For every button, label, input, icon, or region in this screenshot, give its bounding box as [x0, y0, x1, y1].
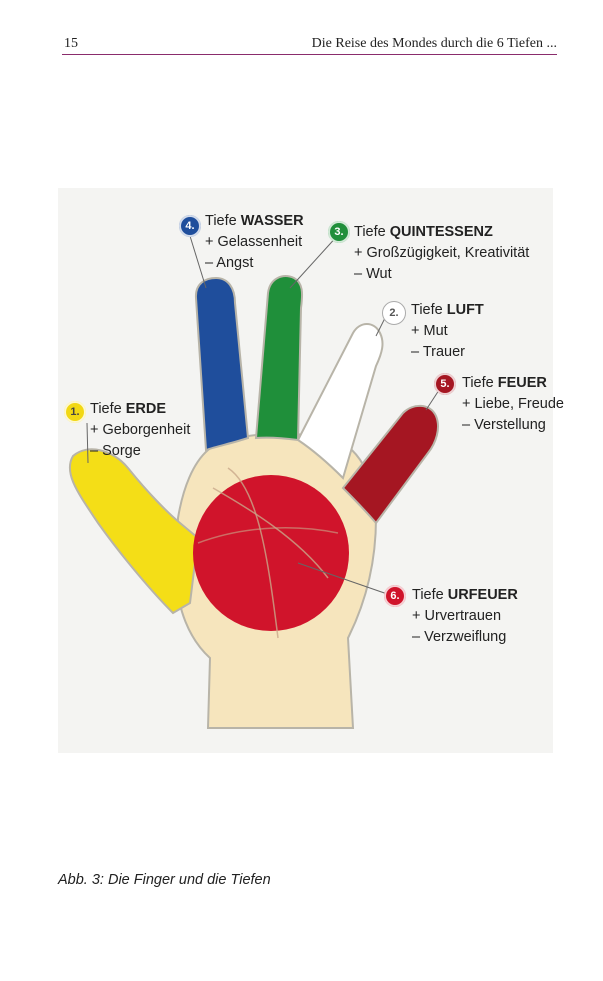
- badge-feuer: 5.: [434, 373, 456, 395]
- badge-erde: 1.: [64, 401, 86, 423]
- thumb-erde: [68, 448, 200, 615]
- finger-feuer: [341, 404, 439, 525]
- hand-figure: 1. Tiefe ERDE + Geborgenheit – Sorge 4. …: [58, 188, 564, 753]
- badge-quintessenz: 3.: [328, 221, 350, 243]
- hand-illustration: [68, 233, 444, 729]
- label-luft: Tiefe LUFT + Mut – Trauer: [411, 302, 484, 360]
- finger-quintessenz: [254, 275, 304, 442]
- running-head-title: Die Reise des Mondes durch die 6 Tiefen …: [311, 36, 557, 51]
- running-header: 15 Die Reise des Mondes durch die 6 Tief…: [62, 34, 557, 55]
- label-erde: Tiefe ERDE + Geborgenheit – Sorge: [90, 401, 191, 459]
- label-feuer: Tiefe FEUER + Liebe, Freude – Verstellun…: [462, 375, 564, 433]
- finger-luft: [296, 323, 384, 480]
- badge-wasser: 4.: [179, 215, 201, 237]
- finger-wasser: [194, 276, 250, 452]
- label-quintessenz: Tiefe QUINTESSENZ + Großzügigkeit, Kreat…: [354, 224, 530, 282]
- badge-luft: 2.: [382, 301, 406, 325]
- page-number: 15: [64, 36, 78, 51]
- figure-caption: Abb. 3: Die Finger und die Tiefen: [58, 872, 271, 888]
- palm-circle-urfeuer: [193, 475, 349, 631]
- label-wasser: Tiefe WASSER + Gelassenheit – Angst: [205, 213, 304, 271]
- badge-urfeuer: 6.: [384, 585, 406, 607]
- label-urfeuer: Tiefe URFEUER + Urvertrauen – Verzweiflu…: [412, 587, 518, 645]
